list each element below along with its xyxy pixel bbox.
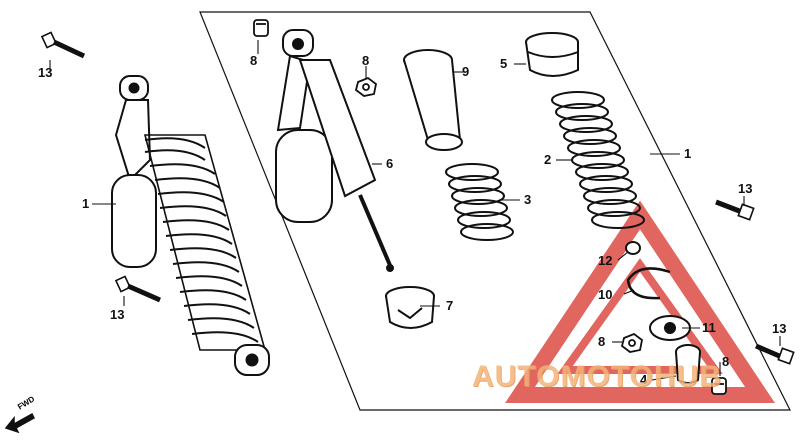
- adjuster-7: [385, 286, 435, 329]
- callout-8-center: 8: [362, 53, 370, 68]
- nut-8-bottom: [711, 377, 727, 395]
- shock-absorber-assembled: [111, 75, 270, 376]
- callout-12: 12: [598, 253, 613, 268]
- collar-5: [525, 32, 579, 77]
- callout-8-bottom: 8: [722, 354, 730, 369]
- leader-lines: [49, 40, 781, 381]
- callout-4: 4: [640, 372, 648, 387]
- callout-2: 2: [544, 152, 552, 167]
- collar-4: [675, 344, 701, 384]
- callout-13-top-left: 13: [38, 65, 53, 80]
- callout-1-left: 1: [82, 196, 90, 211]
- callout-8-top: 8: [250, 53, 258, 68]
- fwd-arrow-icon: [4, 412, 35, 434]
- bolt-13-top-left: [40, 31, 86, 59]
- callout-9: 9: [462, 64, 470, 79]
- callout-5: 5: [500, 56, 508, 71]
- callout-10: 10: [598, 287, 613, 302]
- bolt-13-right-upper: [715, 199, 755, 221]
- callout-8-lower: 8: [598, 334, 606, 349]
- nut-8-lower: [620, 332, 643, 353]
- bolt-13-right-lower: [755, 343, 795, 365]
- watermark-text: AUTOMOTOHUB: [472, 360, 722, 393]
- spring-seat-9: [403, 49, 463, 151]
- spring-3: [445, 163, 514, 241]
- assembly-frame: [199, 11, 791, 411]
- callout-11: 11: [702, 320, 716, 335]
- clip-10: [626, 267, 671, 300]
- nut-8-top: [253, 19, 269, 37]
- callout-7: 7: [446, 298, 454, 313]
- callout-6: 6: [386, 156, 394, 171]
- stopper-12: [625, 241, 641, 255]
- bolt-13-mid-left: [114, 275, 162, 303]
- callout-3: 3: [524, 192, 532, 207]
- nut-8-center: [354, 76, 377, 97]
- damper-6: [275, 29, 394, 272]
- callout-13-mid-left: 13: [110, 307, 125, 322]
- callout-13-right-upper: 13: [738, 181, 753, 196]
- callout-13-right-lower: 13: [772, 321, 787, 336]
- callout-1-right: 1: [684, 146, 692, 161]
